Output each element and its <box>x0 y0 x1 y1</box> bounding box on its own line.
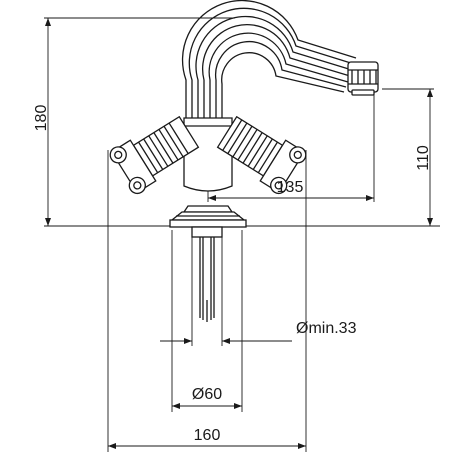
dim-180-label: 180 <box>33 105 50 132</box>
faucet-column <box>183 117 233 192</box>
dimension-arrows <box>45 18 433 449</box>
spout <box>181 0 357 118</box>
dim-160-label: 160 <box>194 427 221 444</box>
spout-nozzle <box>347 61 379 96</box>
mounting-shank <box>191 226 223 322</box>
base-flange <box>169 205 247 228</box>
faucet-body <box>109 0 379 322</box>
dim-60-label: Ø60 <box>192 386 222 403</box>
right-lever-handle <box>216 115 307 195</box>
dimension-lines <box>44 17 440 452</box>
left-lever-handle <box>109 115 200 195</box>
dim-min33-label: Ømin.33 <box>296 320 357 337</box>
dim-135-label: 135 <box>277 179 304 196</box>
dim-110-label: 110 <box>415 145 432 171</box>
